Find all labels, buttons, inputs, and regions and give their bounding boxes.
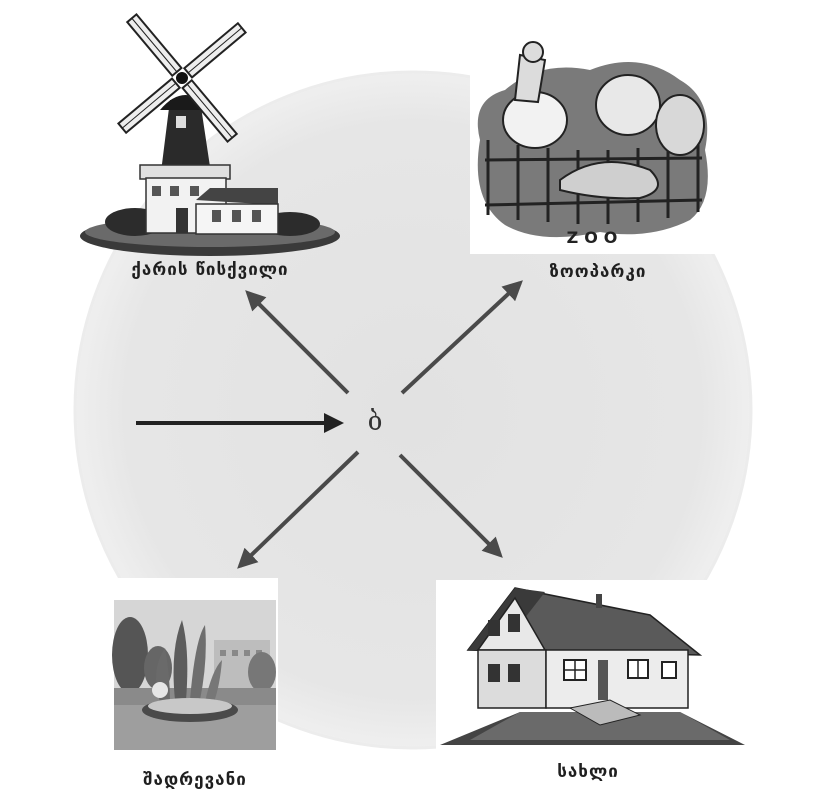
house-label: სახლი — [557, 762, 619, 782]
zoo-label: ზოოპარკი — [550, 262, 647, 282]
windmill-label: ქარის წისქვილი — [131, 260, 288, 280]
house-icon — [436, 580, 746, 750]
fountain-icon — [112, 578, 278, 758]
center-letter: ბ — [368, 407, 383, 437]
zoo-icon: ZOO — [470, 42, 720, 254]
fountain-label: შადრევანი — [143, 770, 247, 790]
zoo-sign: ZOO — [567, 228, 624, 247]
